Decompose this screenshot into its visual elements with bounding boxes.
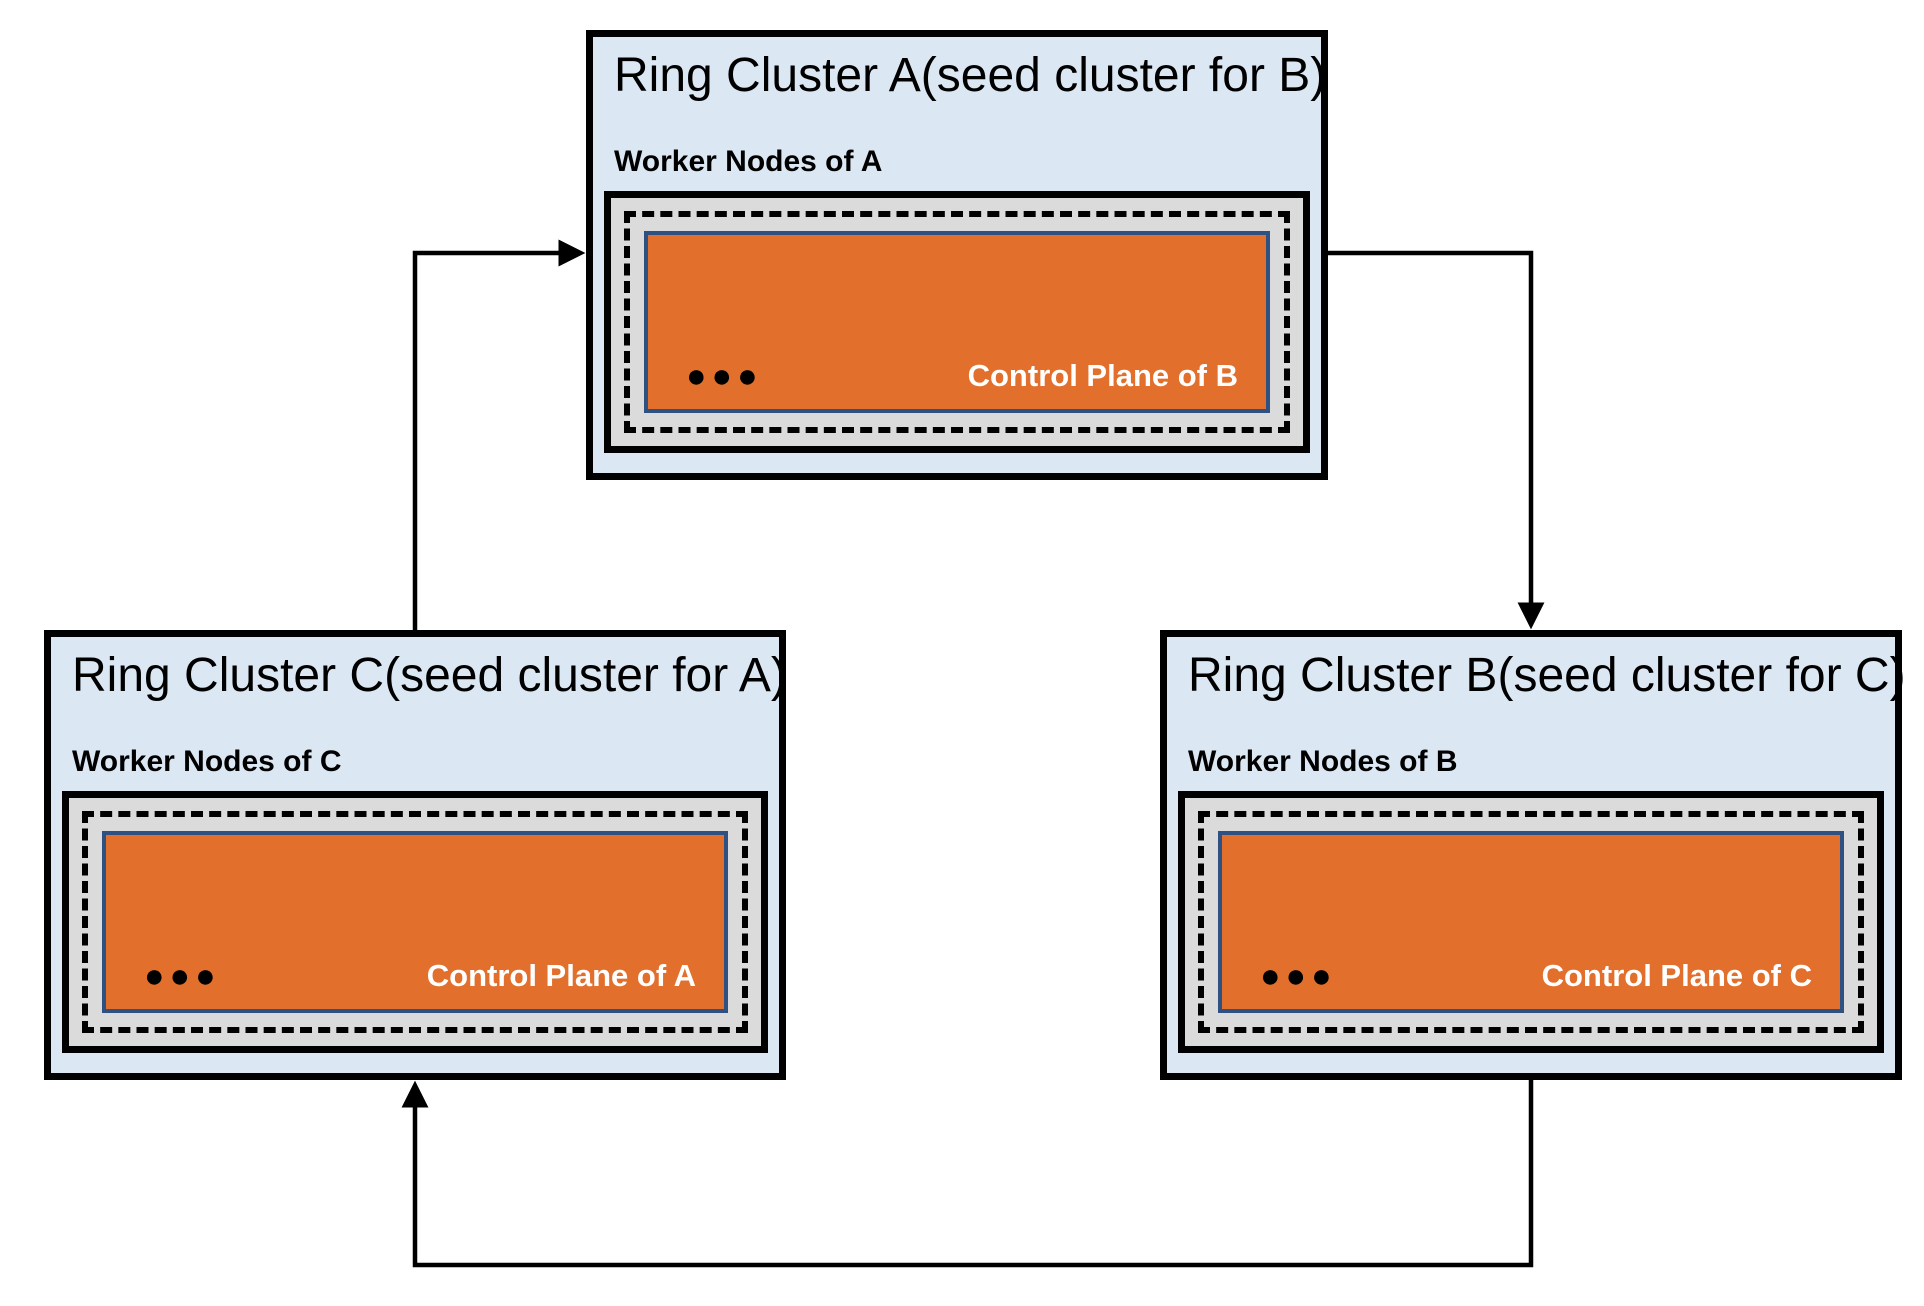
cluster-b-worker-node-box: ●●● Control Plane of C: [1178, 790, 1884, 1053]
cluster-b-title: Ring Cluster B: [1188, 649, 1498, 702]
cluster-b-seed-note: (seed cluster for C): [1497, 649, 1906, 702]
cluster-c-seed-note: (seed cluster for A): [384, 649, 787, 702]
ellipsis-dots-icon: ●●●: [144, 957, 221, 995]
cluster-c-titlebar: Ring Cluster C (seed cluster for A): [62, 637, 787, 705]
cluster-box-a: Ring Cluster A (seed cluster for B) Work…: [586, 30, 1328, 480]
cluster-a-control-plane-box: ●●● Control Plane of B: [644, 230, 1270, 413]
cluster-a-control-plane-label: Control Plane of B: [967, 357, 1238, 393]
arrow-b-to-c: [401, 1080, 1534, 1268]
arrow-a-to-b: [1328, 250, 1545, 630]
cluster-b-dashed-boundary: ●●● Control Plane of C: [1198, 810, 1864, 1033]
cluster-c-worker-label: Worker Nodes of C: [72, 744, 342, 778]
cluster-box-b: Ring Cluster B (seed cluster for C) Work…: [1160, 630, 1906, 1080]
cluster-a-seed-note: (seed cluster for B): [920, 49, 1327, 102]
cluster-a-worker-node-box: ●●● Control Plane of B: [604, 190, 1310, 453]
cluster-c-worker-node-box: ●●● Control Plane of A: [62, 790, 768, 1053]
cluster-a-worker-label: Worker Nodes of A: [614, 144, 883, 178]
cluster-c-control-plane-box: ●●● Control Plane of A: [102, 830, 728, 1013]
cluster-a-dashed-boundary: ●●● Control Plane of B: [624, 210, 1290, 433]
ellipsis-dots-icon: ●●●: [1260, 957, 1337, 995]
cluster-box-c: Ring Cluster C (seed cluster for A) Work…: [44, 630, 787, 1080]
cluster-b-worker-label: Worker Nodes of B: [1188, 744, 1458, 778]
arrow-c-to-a: [412, 239, 586, 630]
cluster-c-title: Ring Cluster C: [72, 649, 385, 702]
cluster-c-dashed-boundary: ●●● Control Plane of A: [82, 810, 748, 1033]
cluster-b-control-plane-box: ●●● Control Plane of C: [1218, 830, 1844, 1013]
cluster-b-titlebar: Ring Cluster B (seed cluster for C): [1178, 637, 1906, 705]
cluster-b-control-plane-label: Control Plane of C: [1541, 957, 1812, 993]
ellipsis-dots-icon: ●●●: [686, 357, 763, 395]
cluster-a-titlebar: Ring Cluster A (seed cluster for B): [604, 37, 1326, 105]
cluster-a-title: Ring Cluster A: [614, 49, 921, 102]
cluster-c-control-plane-label: Control Plane of A: [426, 957, 696, 993]
